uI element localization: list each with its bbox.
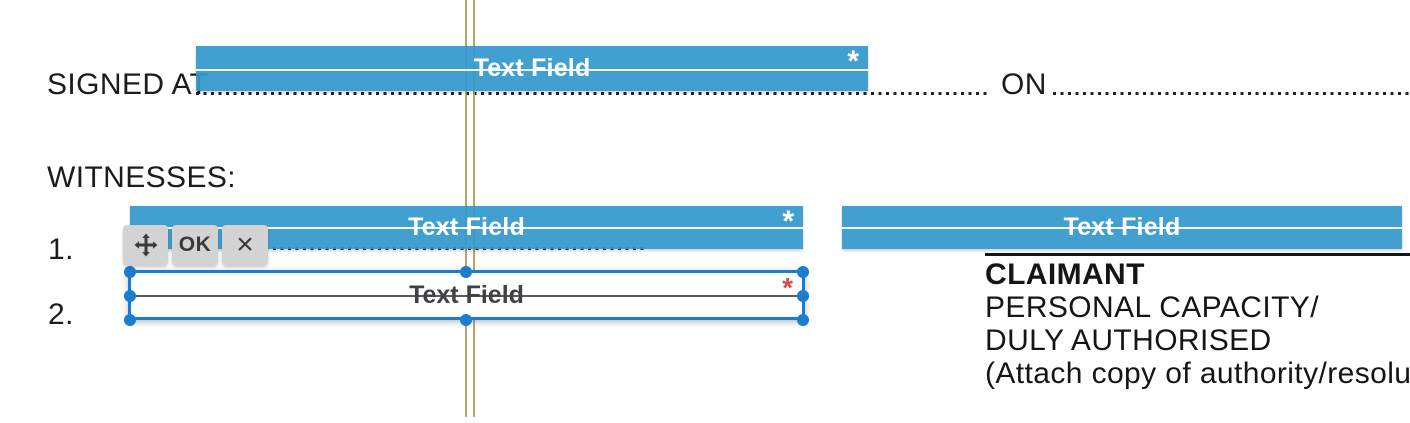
date-dotted-line xyxy=(1053,92,1410,95)
text-field-overlay-signed-at[interactable]: Text Field * xyxy=(196,46,868,91)
signed-at-dotted-line xyxy=(196,92,990,95)
field-strike-line xyxy=(842,227,1402,229)
claimant-signature-line xyxy=(985,253,1410,256)
field-label: Text Field xyxy=(473,54,591,82)
resize-handle-top-center[interactable] xyxy=(460,266,472,278)
resize-handle-bottom-left[interactable] xyxy=(124,314,136,326)
witnesses-heading: WITNESSES: xyxy=(47,161,237,194)
move-icon xyxy=(134,233,157,257)
claimant-line: CLAIMANT xyxy=(985,258,1145,291)
field-label: Text Field xyxy=(1063,213,1181,241)
on-label: ON xyxy=(1001,68,1047,101)
signed-at-label: SIGNED AT xyxy=(47,68,209,101)
witness1-number: 1. xyxy=(48,233,74,266)
required-asterisk: * xyxy=(782,205,794,238)
claimant-text-block: CLAIMANT PERSONAL CAPACITY/ DULY AUTHORI… xyxy=(985,258,1410,390)
resize-handle-top-left[interactable] xyxy=(124,266,136,278)
resize-handle-bottom-right[interactable] xyxy=(797,314,809,326)
claimant-line: (Attach copy of authority/resolution) xyxy=(985,357,1410,390)
resize-handle-top-right[interactable] xyxy=(797,266,809,278)
close-button[interactable]: × xyxy=(222,225,268,265)
resize-handle-bottom-center[interactable] xyxy=(460,314,472,326)
move-handle[interactable] xyxy=(123,225,168,265)
field-label: Text Field xyxy=(409,281,524,309)
resize-handle-mid-left[interactable] xyxy=(124,290,136,302)
text-field-overlay-claimant[interactable]: Text Field xyxy=(842,206,1402,249)
required-asterisk: * xyxy=(782,272,793,303)
claimant-line: PERSONAL CAPACITY/ xyxy=(985,291,1319,324)
witness2-number: 2. xyxy=(48,298,74,331)
field-strike-line xyxy=(196,69,868,71)
field-toolbar: OK × xyxy=(123,225,268,265)
ok-button[interactable]: OK xyxy=(172,225,218,265)
claimant-line: DULY AUTHORISED xyxy=(985,324,1272,357)
resize-handle-mid-right[interactable] xyxy=(797,290,809,302)
required-asterisk: * xyxy=(847,45,859,78)
